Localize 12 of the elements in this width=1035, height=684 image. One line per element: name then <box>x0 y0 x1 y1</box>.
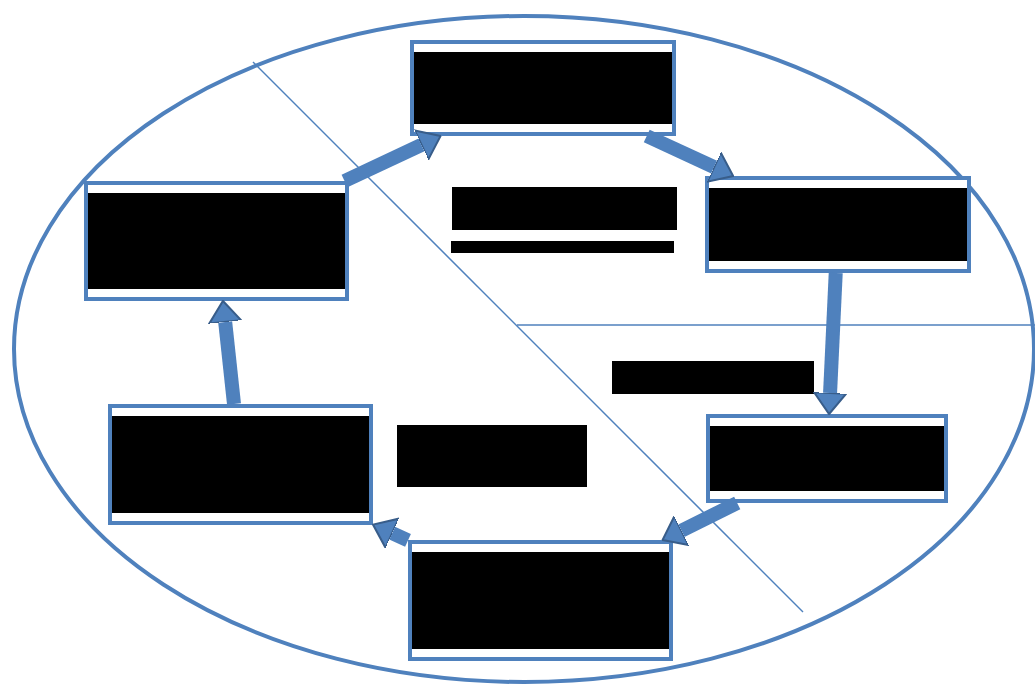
block-arrow <box>208 300 243 405</box>
stage-box <box>108 404 373 525</box>
block-arrow <box>341 129 442 188</box>
block-arrow <box>643 129 735 183</box>
stage-box <box>410 40 676 136</box>
block-arrow <box>813 272 848 415</box>
stage-box <box>706 414 948 503</box>
stage-box <box>408 540 673 661</box>
block-arrow <box>372 517 411 549</box>
block-arrow <box>661 496 741 546</box>
stage-box <box>705 176 971 273</box>
stage-box <box>84 181 349 301</box>
